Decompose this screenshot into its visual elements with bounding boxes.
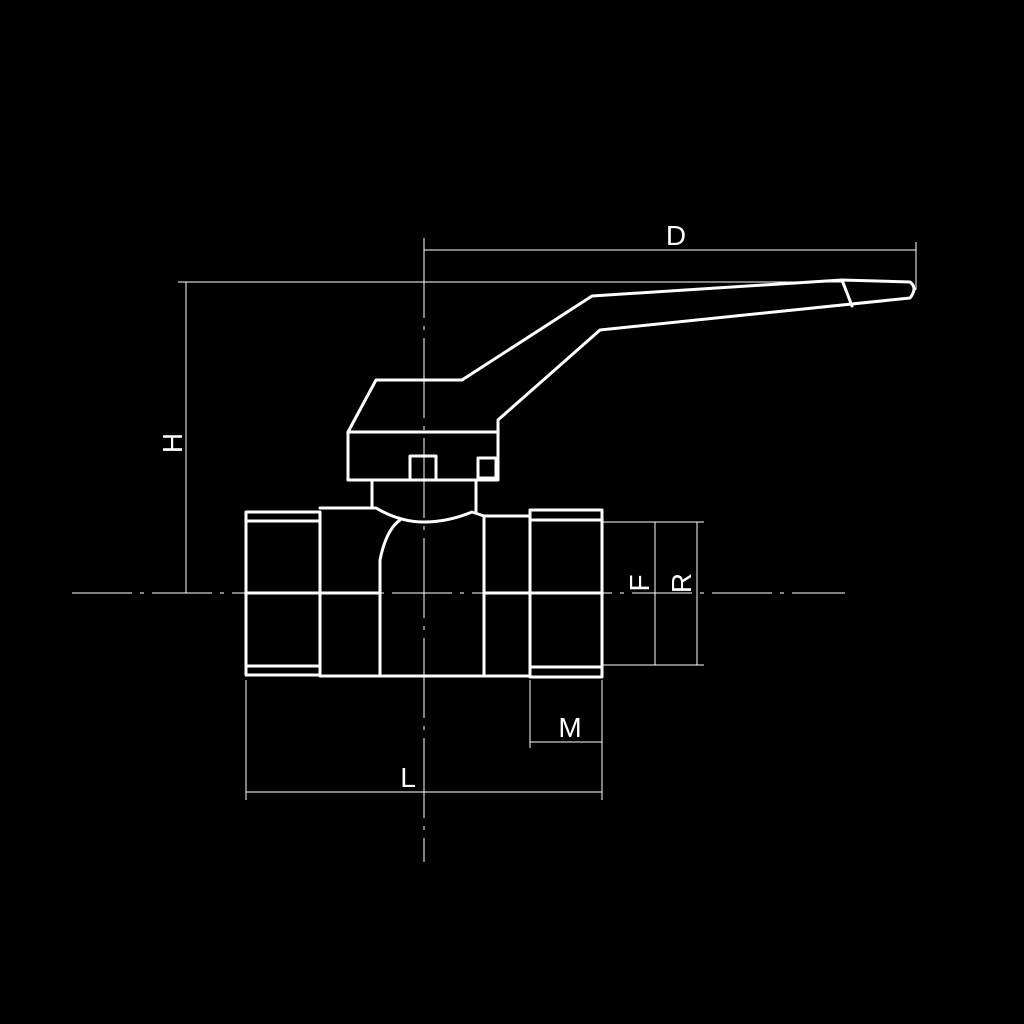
valve-body xyxy=(244,478,604,679)
right-end-nut xyxy=(528,508,604,679)
dimension-label-l: L xyxy=(400,762,416,793)
dimension-label-m: M xyxy=(558,712,581,743)
dimension-label-f: F xyxy=(624,574,655,591)
stem-neck xyxy=(370,478,478,514)
stop-lug xyxy=(476,456,498,480)
dimension-label-r: R xyxy=(666,573,697,593)
handle-outline xyxy=(346,278,916,482)
center-lines xyxy=(72,238,845,862)
stem-nut xyxy=(408,454,438,482)
body-contour xyxy=(378,518,402,678)
dimension-lines xyxy=(178,242,917,800)
dimension-label-h: H xyxy=(157,433,188,453)
lever-handle xyxy=(346,278,916,482)
dimension-label-d: D xyxy=(666,220,686,251)
central-body xyxy=(318,506,486,678)
